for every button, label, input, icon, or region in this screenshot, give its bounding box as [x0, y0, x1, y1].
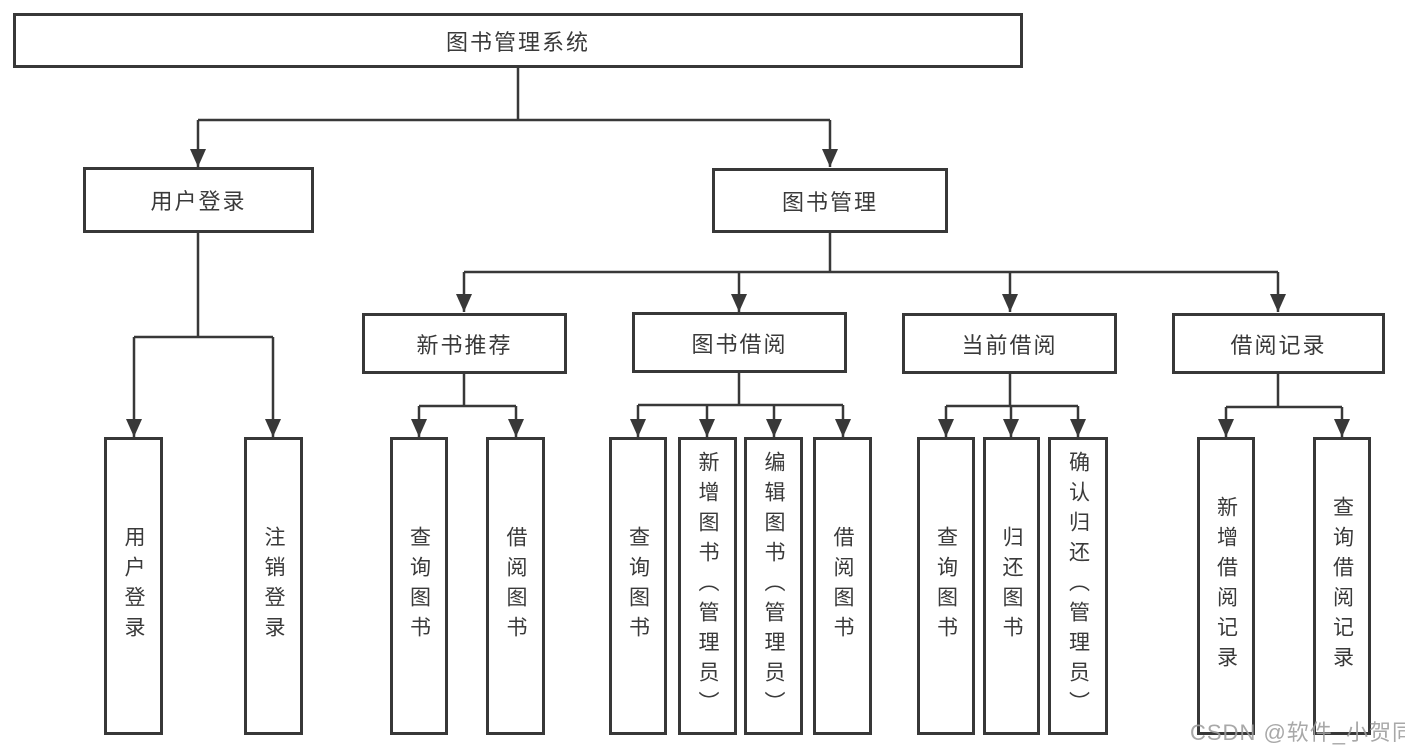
leaf-edit-book-admin: 编辑图书（管理员）	[744, 437, 803, 735]
leaf-add-borrow-record: 新增借阅记录	[1197, 437, 1255, 735]
node-current-borrowing: 当前借阅	[902, 313, 1117, 374]
leaf-add-book-admin: 新增图书（管理员）	[678, 437, 737, 735]
leaf-user-login: 用户登录	[104, 437, 163, 735]
leaf-logout: 注销登录	[244, 437, 303, 735]
node-user-login: 用户登录	[83, 167, 314, 233]
leaf-query-borrow-record: 查询借阅记录	[1313, 437, 1371, 735]
node-borrowing-records: 借阅记录	[1172, 313, 1385, 374]
node-book-management: 图书管理	[712, 168, 948, 233]
node-new-book-recommend: 新书推荐	[362, 313, 567, 374]
csdn-watermark: CSDN @软件_小贺同学	[1190, 720, 1405, 745]
leaf-borrow-books-recommend: 借阅图书	[486, 437, 545, 735]
node-book-borrowing: 图书借阅	[632, 312, 847, 373]
leaf-borrow-books: 借阅图书	[813, 437, 872, 735]
leaf-query-books-current: 查询图书	[917, 437, 975, 735]
leaf-query-books-recommend: 查询图书	[390, 437, 448, 735]
leaf-return-books: 归还图书	[983, 437, 1040, 735]
leaf-confirm-return-admin: 确认归还（管理员）	[1048, 437, 1108, 735]
leaf-query-books-borrow: 查询图书	[609, 437, 667, 735]
node-library-system: 图书管理系统	[13, 13, 1023, 68]
